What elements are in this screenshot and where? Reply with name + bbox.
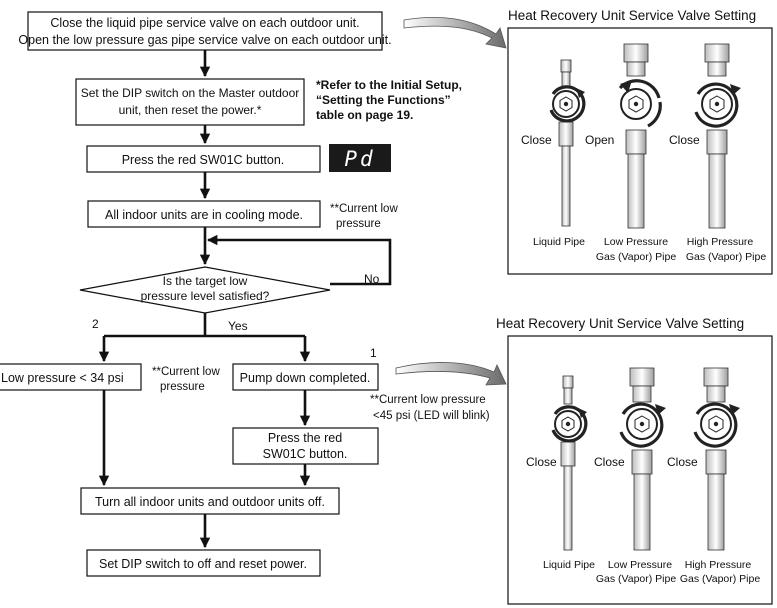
step1-line2: Open the low pressure gas pipe service v… <box>18 33 391 47</box>
left-pressure-note: **Current low pressure <box>152 366 220 393</box>
panel1-liquid-pipe-valve <box>549 59 586 227</box>
press-again-line2: SW01C button. <box>263 447 348 461</box>
pump-down-box: Pump down completed. <box>232 363 379 391</box>
decision-line1: Is the target low <box>163 274 248 288</box>
right-box-text: Pump down completed. <box>240 371 371 385</box>
note-ref-line3: table on page 19. <box>316 108 413 122</box>
no-label: No <box>364 272 380 286</box>
press-again-line1: Press the red <box>268 431 342 445</box>
turn-off-box: Turn all indoor units and outdoor units … <box>80 487 340 515</box>
pump-down-note: **Current low pressure <45 psi (LED will… <box>370 394 490 422</box>
turn-off-text: Turn all indoor units and outdoor units … <box>95 495 325 509</box>
panel1-low-pressure-valve <box>618 43 662 229</box>
panel2-valve1-state: Close <box>526 455 557 469</box>
panel2-valve2-state: Close <box>594 455 625 469</box>
led-display-code: Pd <box>344 147 375 171</box>
pointer-arrow-panel2 <box>395 362 507 386</box>
panel1-valve1-state: Close <box>521 133 552 147</box>
note-ref-line2: “Setting the Functions” <box>316 93 451 107</box>
panel2-valve3-label2: Gas (Vapor) Pipe <box>680 573 760 585</box>
low-pressure-box: Low pressure < 34 psi <box>0 363 142 391</box>
step-cooling-mode: All indoor units are in cooling mode. <box>87 200 321 228</box>
panel1-valve3-label1: High Pressure <box>687 236 754 248</box>
panel1-valve2-label1: Low Pressure <box>604 236 668 248</box>
final-box: Set DIP switch to off and reset power. <box>86 549 321 577</box>
note-ref-line1: *Refer to the Initial Setup, <box>316 78 462 92</box>
panel1-valve3-label2: Gas (Vapor) Pipe <box>686 251 766 263</box>
branch-2-label: 2 <box>92 317 99 331</box>
step-close-open-valves: Close the liquid pipe service valve on e… <box>18 11 392 51</box>
step2-line1: Set the DIP switch on the Master outdoor <box>81 86 300 100</box>
step2-line2: unit, then reset the power.* <box>119 103 262 117</box>
panel2-high-pressure-valve <box>693 367 740 551</box>
current-pressure-note: **Current low pressure <box>330 203 398 230</box>
panel2-valve3-state: Close <box>667 455 698 469</box>
note-pressure-line1: **Current low <box>330 203 398 215</box>
step4-text: All indoor units are in cooling mode. <box>105 208 303 222</box>
led-display-pd: Pd <box>329 144 391 172</box>
panel2-valve3-label1: High Pressure <box>685 559 752 571</box>
panel2-liquid-pipe-valve <box>551 375 588 551</box>
left-box-text: Low pressure < 34 psi <box>1 371 124 385</box>
left-note-line2: pressure <box>160 381 205 393</box>
panel1-title: Heat Recovery Unit Service Valve Setting <box>508 8 756 23</box>
branch-1-label: 1 <box>370 346 377 360</box>
panel1-high-pressure-valve <box>694 43 741 229</box>
yes-label: Yes <box>228 319 248 333</box>
decision-target-pressure: Is the target low pressure level satisfi… <box>79 266 331 314</box>
panel2-valve2-label1: Low Pressure <box>608 559 672 571</box>
step1-line1: Close the liquid pipe service valve on e… <box>50 16 359 30</box>
initial-setup-reference-note: *Refer to the Initial Setup, “Setting th… <box>316 78 462 122</box>
panel2-valve2-label2: Gas (Vapor) Pipe <box>596 573 676 585</box>
panel1-valve2-label2: Gas (Vapor) Pipe <box>596 251 676 263</box>
no-loop-arrow <box>206 234 392 286</box>
right-note-line1: **Current low pressure <box>370 394 486 406</box>
step3-text: Press the red SW01C button. <box>122 153 285 167</box>
panel2-valve1-label: Liquid Pipe <box>543 559 595 571</box>
right-note-line2: <45 psi (LED will blink) <box>373 410 490 422</box>
panel2-title: Heat Recovery Unit Service Valve Setting <box>496 316 744 331</box>
panel2-low-pressure-valve <box>619 367 666 551</box>
panel1-valve1-label: Liquid Pipe <box>533 236 585 248</box>
press-again-box: Press the red SW01C button. <box>232 427 379 465</box>
left-note-line1: **Current low <box>152 366 220 378</box>
panel1-valve3-state: Close <box>669 133 700 147</box>
final-text: Set DIP switch to off and reset power. <box>99 557 307 571</box>
step-set-dip-switch: Set the DIP switch on the Master outdoor… <box>75 78 305 126</box>
decision-line2: pressure level satisfied? <box>141 289 270 303</box>
note-pressure-line2: pressure <box>336 218 381 230</box>
panel1-valve2-state: Open <box>585 133 614 147</box>
pointer-arrow-panel1 <box>403 16 507 49</box>
step-press-sw01c: Press the red SW01C button. <box>86 145 321 173</box>
